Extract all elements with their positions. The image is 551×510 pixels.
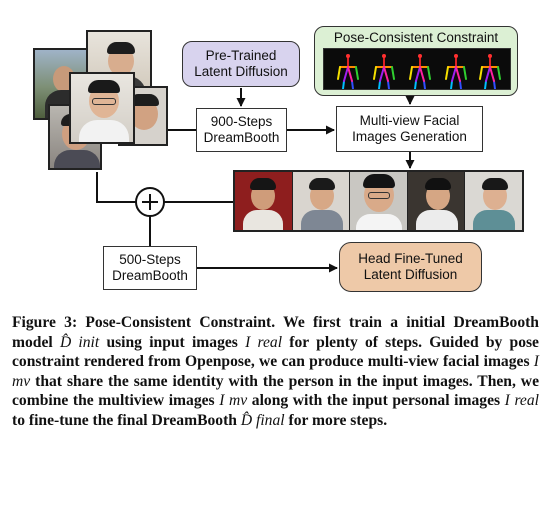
figure-caption: Figure 3: Pose-Consistent Constraint. We… [12,313,539,430]
caption-text-4: that share the same identity with the pe… [12,372,539,410]
caption-text-3: for plenty of steps. Guided by pose cons… [12,333,539,371]
multiview-images-strip [233,170,524,232]
multiview-label: Multi-view Facial Images Generation [352,113,467,144]
dreambooth-500-label: 500-Steps DreamBooth [112,252,188,283]
pose-skeleton-graphic [337,54,501,89]
plus-circle-icon [135,187,165,217]
connectors [96,88,415,273]
openpose-skeletons [323,48,511,90]
caption-text-7: for more steps. [284,411,388,429]
pretrained-label: Pre-Trained Latent Diffusion [194,48,288,79]
diagram: Pre-Trained Latent Diffusion Pose-Consis… [33,26,524,292]
pretrained-latent-diffusion-box: Pre-Trained Latent Diffusion [182,41,300,87]
multiview-image-3 [350,172,408,230]
dreambooth-900-steps-box: 900-Steps DreamBooth [196,108,287,152]
multiview-image-5 [465,172,522,230]
math-d-final: D̂ final [240,411,285,429]
math-i-mv-2: I mv [219,392,248,409]
math-i-real: I real [245,333,283,351]
input-photo-front-center [69,72,135,144]
caption-text-6: to fine-tune the final DreamBooth [12,411,241,429]
math-i-mv: I mv [12,353,539,390]
line-photos-to-plus [96,172,136,203]
head-finetuned-latent-diffusion-box: Head Fine-Tuned Latent Diffusion [339,242,482,292]
headfinetuned-label: Head Fine-Tuned Latent Diffusion [358,251,463,282]
caption-text-5: along with the input personal images [247,392,505,409]
math-d-init: D̂ init [59,333,100,351]
caption-label: Figure 3: Pose-Consistent Constraint. [12,314,276,331]
pose-constraint-title: Pose-Consistent Constraint [333,30,499,45]
multiview-image-4 [407,172,466,230]
math-i-real-2: I real [504,392,539,409]
caption-text-2: using input images [99,333,246,351]
multiview-image-1 [235,172,293,230]
caption-text-1: We first train a initial DreamBooth mode… [12,314,539,351]
dreambooth-900-label: 900-Steps DreamBooth [203,114,280,145]
dreambooth-500-steps-box: 500-Steps DreamBooth [103,246,197,290]
multiview-generation-box: Multi-view Facial Images Generation [336,106,483,152]
multiview-image-2 [292,172,351,230]
